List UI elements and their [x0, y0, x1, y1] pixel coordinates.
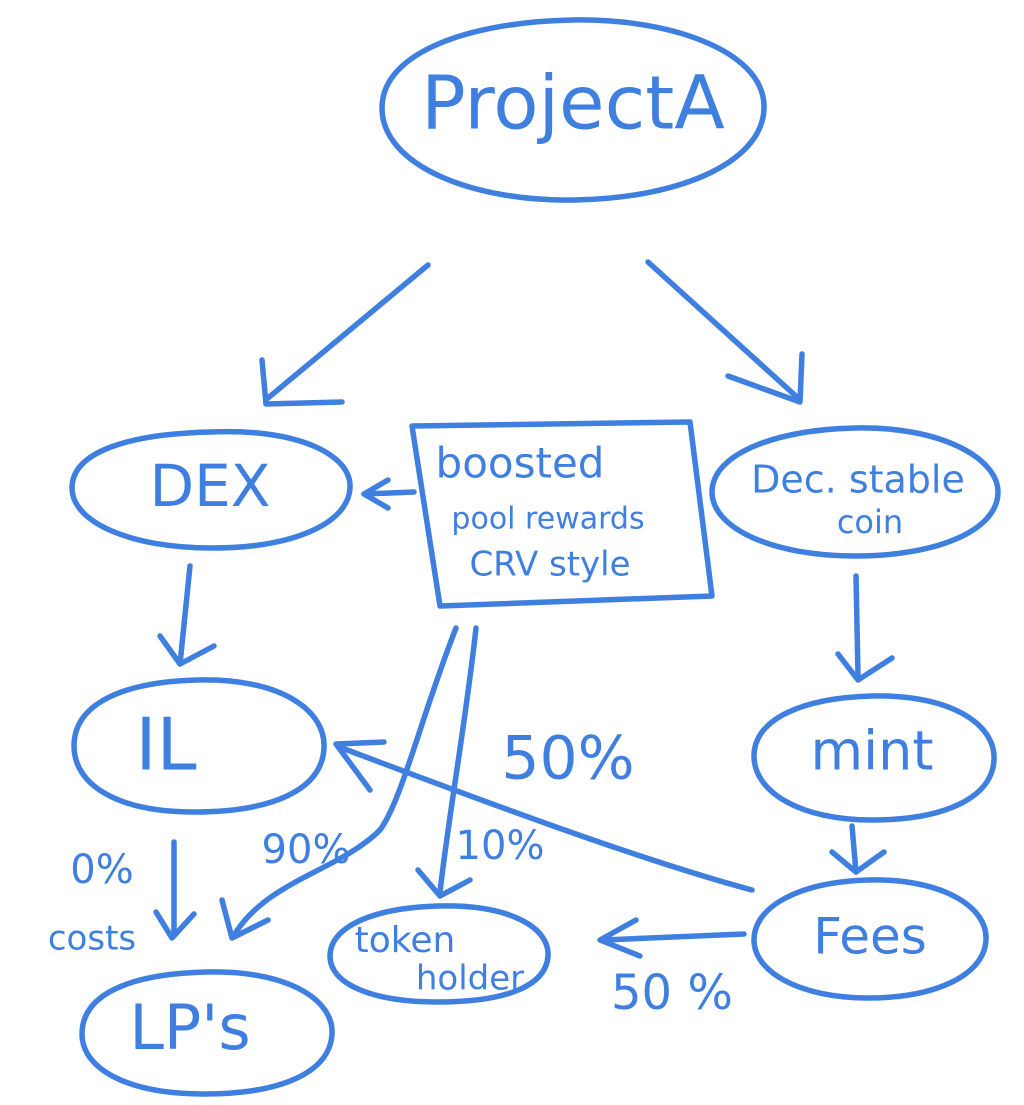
- arrow-boosted-to-dex-shaft: [361, 489, 417, 497]
- node-stablecoin-label-line1: Dec. stable: [751, 458, 965, 502]
- arrow-fees-to-token-shaft: [601, 931, 747, 943]
- node-dex-label: DEX: [149, 452, 270, 520]
- node-il-label: IL: [135, 703, 196, 787]
- node-token-holder-line2: holder: [416, 959, 524, 999]
- arrow-dex-to-il-shaft: [177, 563, 193, 667]
- arrow-boosted-to-lps-shaft: [233, 625, 459, 935]
- arrow-boosted-to-dex-head: [361, 477, 391, 511]
- arrow-boosted-to-token-head: [415, 867, 473, 899]
- arrow-il-to-lps-head: [153, 909, 197, 941]
- edge-label-fees-to-token: 50 %: [611, 965, 733, 1021]
- arrow-project-to-dex-head: [259, 357, 345, 407]
- arrow-mint-to-fees-shaft: [849, 823, 859, 875]
- node-boosted-rewards-line1: boosted: [436, 439, 605, 488]
- node-il-outline: [71, 677, 327, 815]
- arrow-project-to-stablecoin: [645, 259, 805, 405]
- node-lps-outline: [79, 969, 335, 1097]
- node-dex-outline: [69, 428, 353, 551]
- arrow-mint-to-fees: [829, 823, 887, 875]
- node-fees-label: Fees: [813, 908, 927, 966]
- edge-label-fees-to-il: 50%: [501, 724, 634, 794]
- arrow-fees-to-token-head: [597, 917, 643, 959]
- node-dex: DEX: [69, 428, 353, 551]
- arrow-stablecoin-to-mint-shaft: [853, 573, 861, 679]
- node-boosted-rewards-outline: [409, 419, 715, 609]
- node-boosted-rewards: boosted pool rewards CRV style: [409, 419, 715, 609]
- node-project-label: ProjectA: [421, 61, 725, 147]
- arrow-boosted-to-lps-head: [219, 897, 271, 941]
- arrow-dex-to-il-head: [157, 633, 217, 667]
- node-fees: Fees: [751, 877, 989, 1001]
- arrow-fees-to-il-head: [333, 739, 387, 793]
- edge-label-il-to-lps-note: costs: [48, 919, 136, 959]
- arrow-fees-to-il: [333, 739, 755, 893]
- node-project: ProjectA: [379, 17, 767, 203]
- node-lps-label: LP's: [129, 991, 250, 1064]
- arrow-fees-to-il-shaft: [339, 745, 755, 893]
- node-lps: LP's: [79, 969, 335, 1097]
- arrow-boosted-to-token-shaft: [437, 625, 479, 895]
- arrow-stablecoin-to-mint: [835, 573, 895, 683]
- arrow-stablecoin-to-mint-head: [835, 651, 895, 683]
- edge-label-boost-to-token: 10%: [456, 823, 545, 869]
- node-il: IL: [71, 677, 327, 815]
- node-mint: mint: [751, 693, 997, 823]
- node-stablecoin: Dec. stable coin: [709, 425, 1001, 559]
- arrow-project-to-dex: [259, 262, 431, 407]
- edge-label-il-to-lps-pct: 0%: [70, 847, 133, 893]
- arrow-dex-to-il: [157, 563, 217, 667]
- arrow-project-to-stablecoin-head: [725, 351, 805, 405]
- node-boosted-rewards-line3: CRV style: [469, 545, 630, 585]
- arrow-boosted-to-lps: [219, 625, 459, 941]
- arrow-boosted-to-dex: [361, 477, 417, 511]
- arrow-project-to-dex-shaft: [265, 262, 431, 401]
- node-fees-outline: [751, 877, 989, 1001]
- node-mint-label: mint: [810, 720, 933, 783]
- arrow-project-to-stablecoin-shaft: [645, 259, 801, 401]
- arrow-il-to-lps: [153, 839, 197, 941]
- arrow-mint-to-fees-head: [829, 849, 887, 875]
- node-token-holder-outline: [327, 903, 551, 1005]
- node-stablecoin-label-line2: coin: [837, 503, 903, 541]
- arrow-fees-to-token: [597, 917, 747, 959]
- node-mint-outline: [751, 693, 997, 823]
- node-project-outline: [379, 17, 767, 203]
- edge-label-boost-to-lps: 90%: [262, 827, 351, 873]
- node-token-holder-line1: token: [355, 920, 456, 961]
- node-boosted-rewards-line2: pool rewards: [451, 502, 644, 537]
- node-token-holder: token holder: [327, 903, 551, 1005]
- node-stablecoin-outline: [709, 425, 1001, 559]
- arrow-boosted-to-token: [415, 625, 479, 899]
